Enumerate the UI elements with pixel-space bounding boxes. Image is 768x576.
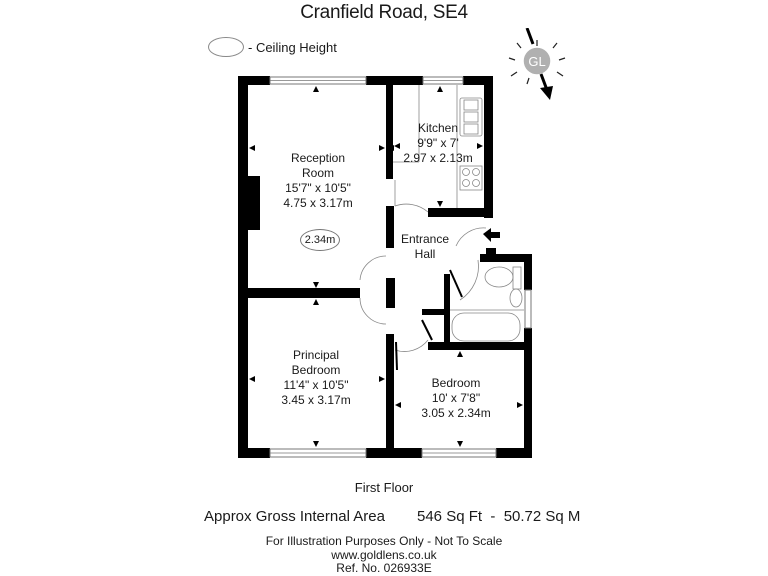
room-name: Principal <box>292 348 340 362</box>
room-name: Bedroom <box>431 376 481 390</box>
ceiling-height-oval-icon <box>208 37 244 57</box>
page-title: Cranfield Road, SE4 <box>300 2 468 23</box>
room-name: Room <box>301 166 334 180</box>
footer: For Illustration Purposes Only - Not To … <box>0 534 768 576</box>
room-entrance-hall: Entrance Hall <box>401 232 449 262</box>
room-dimensions-metric: 3.45 x 3.17m <box>281 393 351 407</box>
ceiling-height-legend: - Ceiling Height <box>208 37 337 57</box>
room-name: Reception <box>290 151 346 165</box>
room-dimensions-imperial: 9'9" x 7' <box>417 136 459 150</box>
room-bedroom: Bedroom 10' x 7'8" 3.05 x 2.34m <box>421 376 490 421</box>
room-dimensions-imperial: 10' x 7'8" <box>431 391 481 405</box>
compass-icon: GL <box>508 28 566 100</box>
ceiling-height-badge: 2.34m <box>300 229 340 251</box>
room-dimensions-metric: 2.97 x 2.13m <box>403 151 473 165</box>
room-principal-bedroom: Principal Bedroom 11'4" x 10'5" 3.45 x 3… <box>281 348 350 408</box>
website-link[interactable]: www.goldlens.co.uk <box>331 547 437 562</box>
room-reception: Reception Room 15'7" x 10'5" 4.75 x 3.17… <box>283 151 352 211</box>
legend-label: - Ceiling Height <box>248 39 337 55</box>
reference-number: Ref. No. 026933E <box>336 561 432 575</box>
room-name: Bedroom <box>291 363 341 377</box>
room-kitchen: Kitchen 9'9" x 7' 2.97 x 2.13m <box>403 121 472 166</box>
room-dimensions-imperial: 11'4" x 10'5" <box>283 378 349 392</box>
area-label: Approx Gross Internal Area <box>204 508 385 525</box>
room-dimensions-imperial: 15'7" x 10'5" <box>285 181 351 195</box>
disclaimer: For Illustration Purposes Only - Not To … <box>265 534 503 548</box>
room-dimensions-metric: 4.75 x 3.17m <box>283 196 353 210</box>
entrance-arrow-icon <box>483 228 500 242</box>
svg-text:GL: GL <box>528 54 545 69</box>
room-dimensions-metric: 3.05 x 2.34m <box>421 406 491 420</box>
floor-label: First Floor <box>354 480 414 495</box>
room-name: Hall <box>414 247 436 261</box>
room-name: Entrance <box>400 232 450 246</box>
area-value: 546 Sq Ft - 50.72 Sq M <box>417 508 581 525</box>
room-name: Kitchen <box>417 121 459 135</box>
